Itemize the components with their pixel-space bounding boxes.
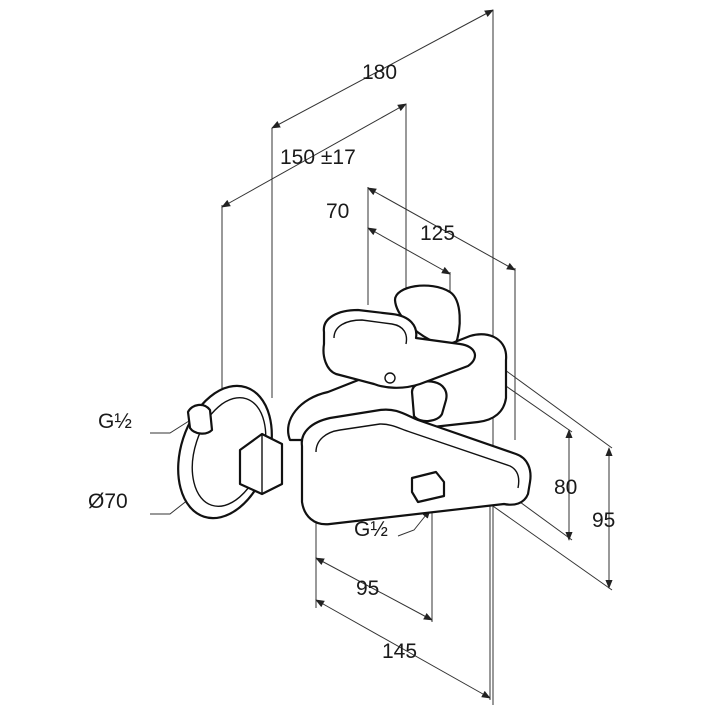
lever-indicator <box>384 372 396 384</box>
diverter-knob <box>410 380 448 423</box>
label-145: 145 <box>382 640 417 663</box>
label-180: 180 <box>362 61 397 84</box>
outlet <box>410 470 446 504</box>
label-95-vertical: 95 <box>592 509 615 532</box>
label-70: 70 <box>326 200 349 223</box>
label-outlet-thread: G½ <box>354 518 388 541</box>
label-125: 125 <box>420 222 455 245</box>
label-80: 80 <box>554 476 577 499</box>
label-flange-diameter: Ø70 <box>88 490 128 513</box>
dim-line-125 <box>367 187 516 271</box>
dim-line-145 <box>315 599 491 699</box>
label-95: 95 <box>356 577 379 600</box>
dim-line-150 <box>221 103 407 208</box>
lever-handle <box>322 308 477 389</box>
leader-outlet-thread <box>397 509 431 537</box>
spout <box>300 408 532 526</box>
dimension-labels: 180 150 ±17 70 125 80 95 95 145 G½ Ø70 G… <box>88 61 615 663</box>
label-inlet-thread: G½ <box>98 410 132 433</box>
faucet-illustration <box>177 284 532 526</box>
label-150: 150 ±17 <box>280 146 356 169</box>
